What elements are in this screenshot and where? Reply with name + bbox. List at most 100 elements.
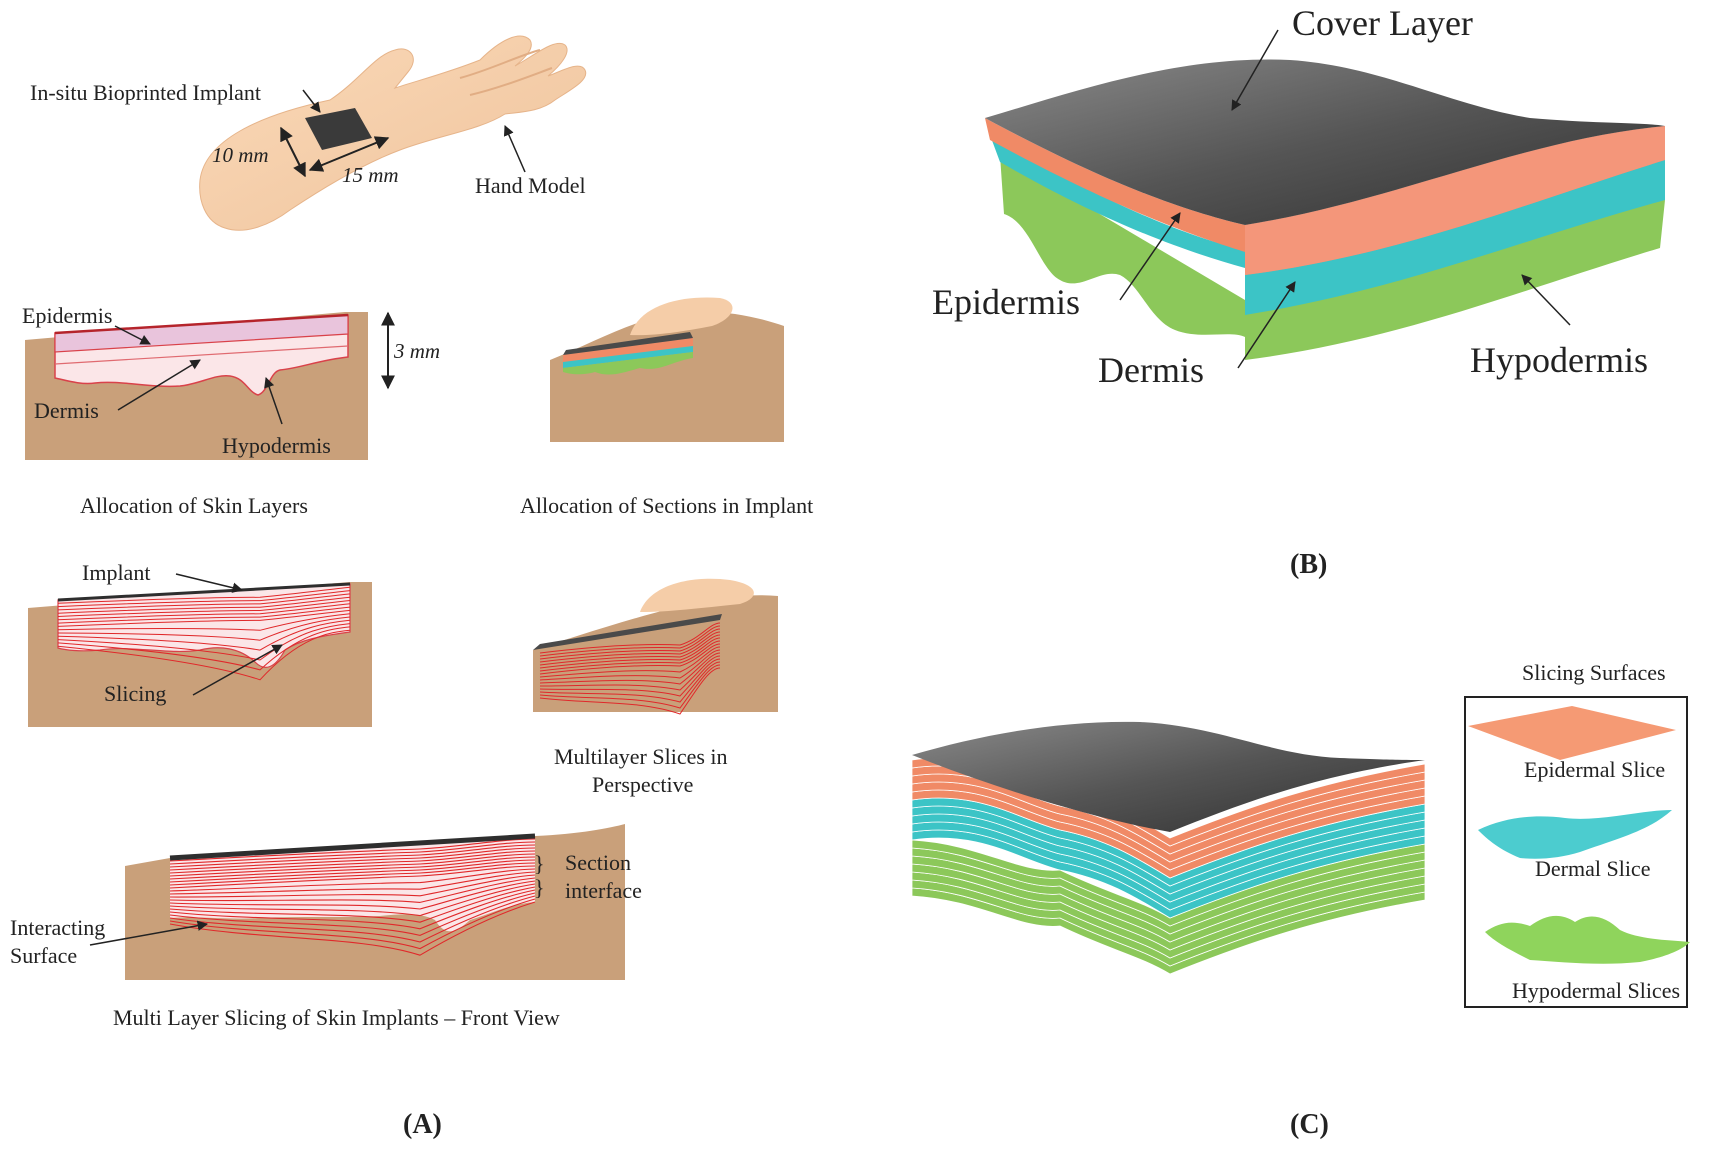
- perspective-caption-2: Perspective: [592, 772, 693, 797]
- slice-line: [539, 649, 721, 681]
- slice-line: [169, 883, 536, 917]
- slice-line: [57, 586, 351, 604]
- slicing-label: Slicing: [104, 681, 166, 706]
- width-dimension: [280, 126, 306, 178]
- length-dimension: [308, 136, 390, 172]
- slice-line: [169, 856, 536, 880]
- slice-line: [169, 874, 536, 898]
- hypodermis-arrow-b: [1521, 274, 1571, 326]
- slice-line: [57, 613, 351, 631]
- slice-line: [169, 889, 536, 930]
- hypodermis-label-a: Hypodermis: [222, 433, 331, 458]
- slice-line: [539, 634, 721, 666]
- cover-layer-arrow: [1231, 29, 1279, 111]
- slice-line: [57, 590, 351, 608]
- slice-line: [539, 643, 721, 675]
- epidermis-arrow-a: [114, 325, 151, 345]
- slice-line: [169, 895, 536, 943]
- slice-line: [169, 862, 536, 886]
- dermis-arrow-b: [1237, 281, 1296, 369]
- slice-line: [57, 600, 351, 617]
- length-dim-label: 15 mm: [342, 163, 399, 187]
- cover-layer-label: Cover Layer: [1292, 3, 1473, 43]
- hypodermis-label-b: Hypodermis: [1470, 340, 1648, 380]
- implant-arrow-slicing: [175, 573, 244, 593]
- slice-line: [169, 898, 536, 950]
- sliced-skin-block: [911, 721, 1426, 975]
- slice-line: [57, 629, 351, 681]
- slice-line: [169, 844, 536, 868]
- perspective-slices-diagram: [533, 578, 778, 715]
- slice-line: [57, 609, 351, 627]
- dermis-label-a: Dermis: [34, 398, 99, 423]
- slice-line: [169, 892, 536, 936]
- slice-line: [57, 626, 351, 671]
- legend-box: [1464, 696, 1688, 1008]
- slice-line: [57, 606, 351, 624]
- slice-line: [169, 901, 536, 956]
- perspective-caption-1: Multilayer Slices in: [554, 744, 728, 769]
- section-label: Section: [565, 850, 631, 875]
- slice-line: [539, 622, 721, 654]
- slice-line: [539, 667, 721, 715]
- dermal-slice-label: Dermal Slice: [1535, 856, 1650, 881]
- layered-skin-block: [985, 59, 1665, 360]
- epidermis-label-b: Epidermis: [932, 282, 1080, 322]
- hypodermis-arrow-a: [264, 377, 283, 425]
- sections-diagram: [550, 297, 784, 442]
- panel-c-label: (C): [1290, 1109, 1329, 1140]
- interacting-label: Interacting: [10, 915, 105, 940]
- implant-label-slicing: Implant: [82, 560, 150, 585]
- slice-line: [539, 658, 721, 697]
- slice-line: [57, 596, 351, 614]
- epidermal-slice-sheet: [1468, 706, 1676, 760]
- thickness-dim-label: 3 mm: [393, 339, 440, 363]
- slice-line: [539, 640, 721, 672]
- slice-line: [57, 623, 351, 661]
- slice-line: [539, 646, 721, 678]
- dermis-label-b: Dermis: [1098, 350, 1204, 390]
- hand-model: [199, 35, 587, 231]
- slice-line: [57, 616, 351, 641]
- hand-model-arrow: [503, 125, 526, 173]
- epidermis-label-a: Epidermis: [22, 303, 112, 328]
- slice-line: [539, 637, 721, 669]
- dermal-slice-sheet: [1478, 810, 1672, 859]
- width-dim-label: 10 mm: [212, 143, 269, 167]
- interface-label: interface: [565, 878, 642, 903]
- slice-line: [169, 850, 536, 874]
- slice-line: [169, 877, 536, 903]
- front-view-caption: Multi Layer Slicing of Skin Implants – F…: [113, 1005, 560, 1030]
- slice-line: [539, 664, 721, 709]
- slice-line: [169, 886, 536, 923]
- epidermal-slice-label: Epidermal Slice: [1524, 757, 1665, 782]
- slice-line: [57, 603, 351, 621]
- slice-line: [169, 871, 536, 895]
- epidermis-arrow-b: [1119, 212, 1181, 301]
- dermis-arrow-a: [117, 359, 201, 411]
- slice-line: [57, 619, 351, 651]
- hand-model-label: Hand Model: [475, 173, 586, 198]
- interacting-arrow: [89, 920, 209, 946]
- slice-line: [169, 847, 536, 871]
- slice-line: [539, 652, 721, 685]
- legend-title: Slicing Surfaces: [1522, 660, 1666, 685]
- slice-line: [169, 859, 536, 883]
- hypodermal-slices-label: Hypodermal Slices: [1512, 978, 1680, 1003]
- slice-line: [169, 838, 536, 862]
- slice-line: [539, 625, 721, 657]
- skin-layers-caption: Allocation of Skin Layers: [80, 493, 308, 518]
- slicing-arrow: [192, 644, 283, 696]
- slice-line: [539, 655, 721, 691]
- slice-line: [539, 631, 721, 663]
- slice-line: [169, 880, 536, 910]
- slice-line: [57, 593, 351, 611]
- panel-a-label: (A): [403, 1109, 442, 1140]
- brace-2: }: [534, 875, 545, 900]
- stacked-slice: [911, 839, 1426, 927]
- implant-arrow: [302, 89, 321, 113]
- slice-line: [169, 865, 536, 889]
- slice-line: [539, 661, 721, 703]
- slice-line: [169, 868, 536, 892]
